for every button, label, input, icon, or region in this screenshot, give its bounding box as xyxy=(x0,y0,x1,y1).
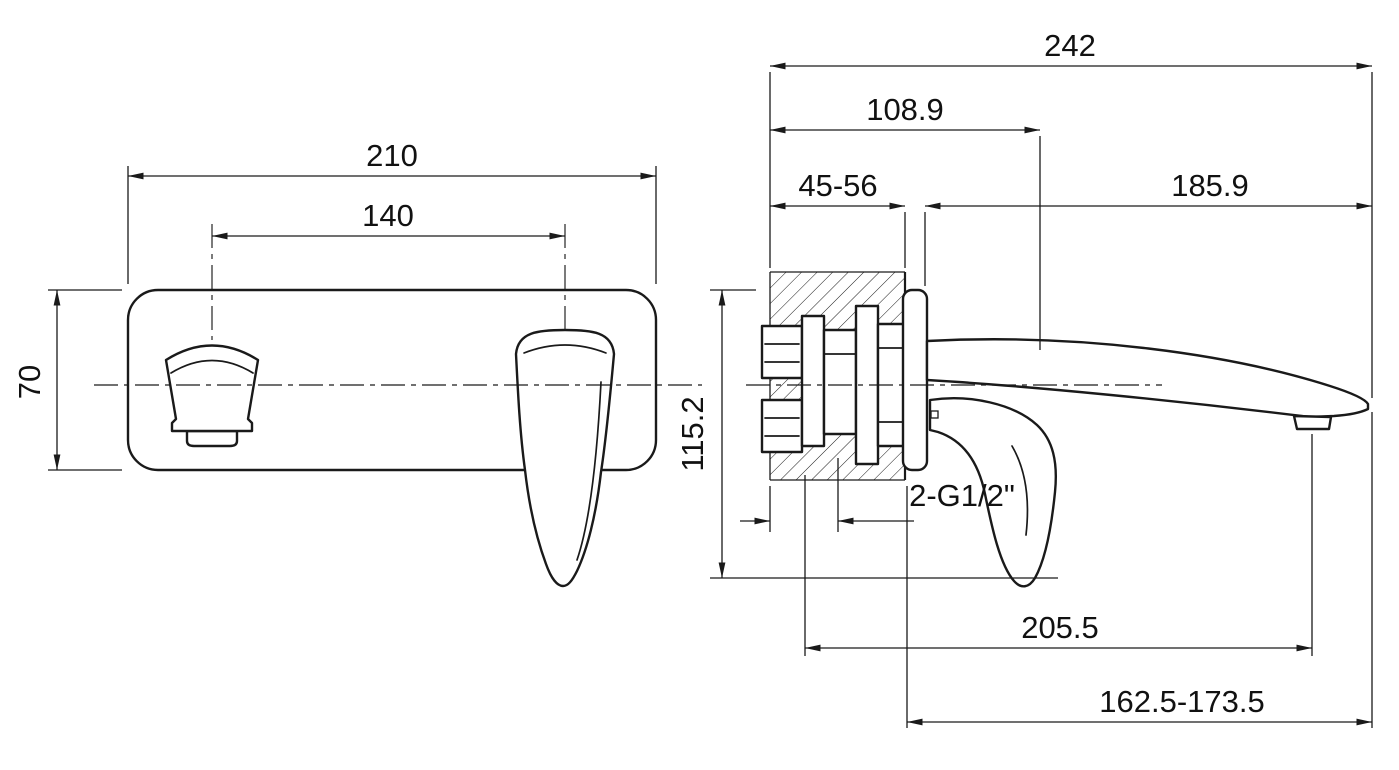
front-handle-body xyxy=(514,328,616,588)
dim-45-56-label: 45-56 xyxy=(798,168,877,203)
side-plate-outline xyxy=(901,288,929,472)
body-flange xyxy=(800,314,826,448)
front-spout-contour xyxy=(170,359,254,374)
dim-115-2-label: 115.2 xyxy=(675,396,710,471)
dim-162-5-173-5-label: 162.5-173.5 xyxy=(1099,684,1264,719)
front-handle xyxy=(514,328,616,588)
dim-wall-depth: 45-56 xyxy=(770,168,906,268)
dim-projection-range: 162.5-173.5 xyxy=(906,412,1373,728)
dim-210-label: 210 xyxy=(366,138,418,173)
dim-108-9-label: 108.9 xyxy=(866,92,944,127)
front-spout-body xyxy=(164,344,260,433)
dim-plate-width: 210 xyxy=(127,138,657,284)
front-handle-contour-side xyxy=(576,381,602,561)
dim-70-label: 70 xyxy=(12,365,47,399)
front-view: 210 140 70 xyxy=(12,138,702,588)
front-handle-contour-top xyxy=(523,344,607,354)
dim-205-5-label: 205.5 xyxy=(1021,610,1099,645)
body-main xyxy=(822,328,858,436)
dim-outlet-projection: 205.5 xyxy=(804,434,1313,656)
dim-plate-height: 70 xyxy=(12,289,122,471)
dim-wall-to-body: 108.9 xyxy=(770,92,1041,350)
handle-contour xyxy=(1011,445,1029,536)
side-view: 242 108.9 45-56 185.9 115.2 xyxy=(675,28,1373,728)
dim-140-label: 140 xyxy=(362,198,414,233)
dim-185-9-label: 185.9 xyxy=(1171,168,1249,203)
front-spout xyxy=(164,344,260,448)
thread-callout: 2-G1/2" xyxy=(740,458,1015,532)
aerator-outlet xyxy=(1292,414,1333,431)
dim-height: 115.2 xyxy=(675,289,1058,579)
inlet-union-lower xyxy=(760,398,804,454)
dim-spout-projection: 185.9 xyxy=(924,168,1372,286)
side-spout xyxy=(925,338,1370,431)
spout-profile xyxy=(925,338,1370,419)
dim-242-label: 242 xyxy=(1044,28,1096,63)
dim-spout-to-handle: 140 xyxy=(212,198,565,240)
front-spout-base xyxy=(185,429,239,448)
handle-pivot-detail xyxy=(930,410,939,419)
dim-total-reach: 242 xyxy=(769,28,1373,398)
inlet-union-upper xyxy=(760,324,804,380)
thread-label: 2-G1/2" xyxy=(909,478,1015,513)
